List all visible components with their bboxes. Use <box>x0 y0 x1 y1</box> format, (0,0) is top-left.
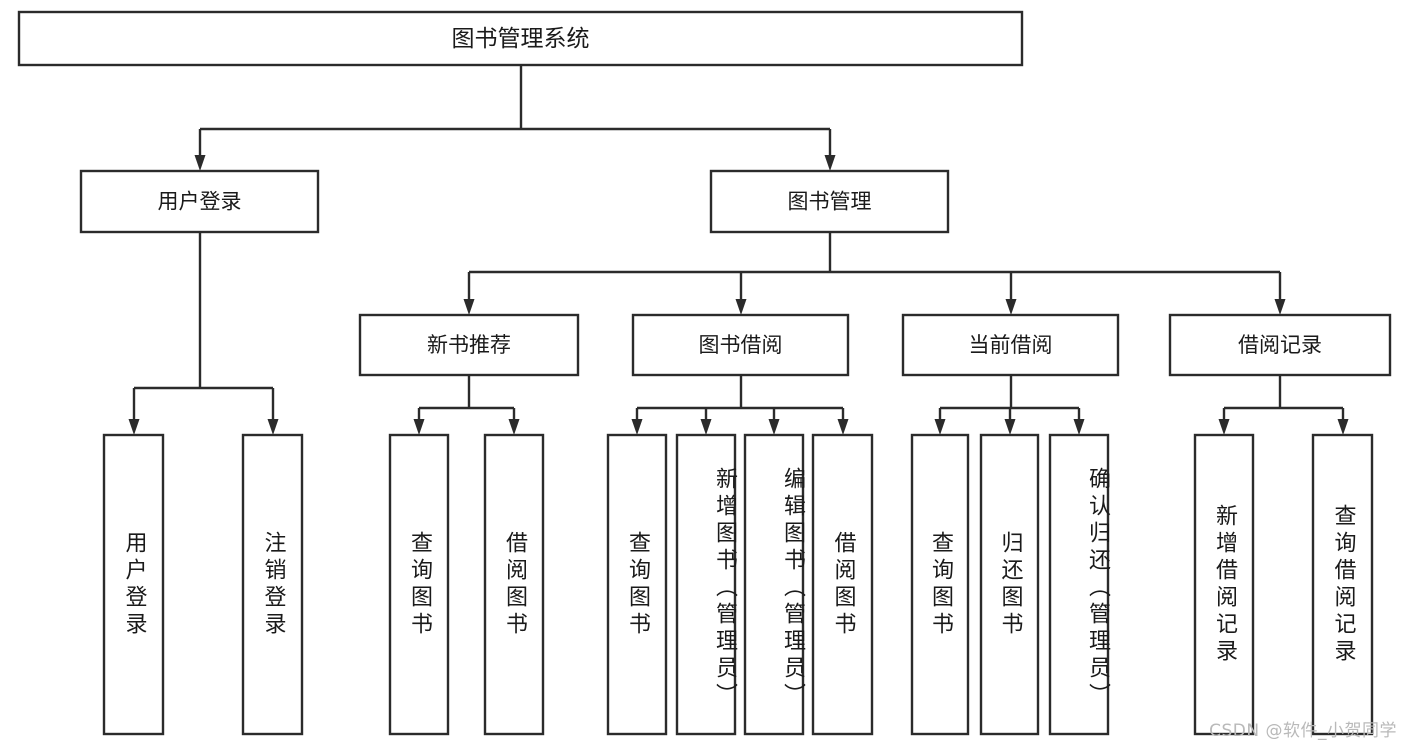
node-leaf-user-login[interactable] <box>102 433 165 736</box>
connector-borrow-to-leaves <box>631 375 849 435</box>
node-book-management-label: 图书管理 <box>788 190 872 214</box>
watermark: CSDN @软件_小贺同学 <box>1209 721 1397 741</box>
arrow-head-icon <box>128 419 140 435</box>
node-book-borrow-label: 图书借阅 <box>699 333 783 357</box>
node-user-login-label: 用户登录 <box>158 190 242 214</box>
node-borrow-record-label: 借阅记录 <box>1238 333 1322 357</box>
arrow-head-icon <box>413 419 425 435</box>
node-user-login[interactable] <box>79 169 320 234</box>
node-book-management[interactable] <box>709 169 950 234</box>
arrow-head-icon <box>194 155 206 171</box>
arrow-head-icon <box>1218 419 1230 435</box>
arrow-head-icon <box>934 419 946 435</box>
arrow-head-icon <box>837 419 849 435</box>
node-current-borrow[interactable] <box>901 313 1120 377</box>
arrow-head-icon <box>1073 419 1085 435</box>
node-new-book-recommend-label: 新书推荐 <box>427 333 511 357</box>
node-leaf-query-borrow-record[interactable] <box>1311 433 1374 736</box>
connector-recommend-to-leaves <box>413 375 520 435</box>
node-leaf-borrow-book-1[interactable] <box>483 433 545 736</box>
node-leaf-edit-book-admin[interactable] <box>743 433 805 736</box>
node-current-borrow-label: 当前借阅 <box>969 333 1053 357</box>
arrow-head-icon <box>735 299 747 315</box>
node-leaf-return-book[interactable] <box>979 433 1040 736</box>
node-book-borrow[interactable] <box>631 313 850 377</box>
arrow-head-icon <box>1005 299 1017 315</box>
node-leaf-borrow-book-2[interactable] <box>811 433 874 736</box>
arrow-head-icon <box>631 419 643 435</box>
connector-bookmgmt-to-level2 <box>463 232 1286 315</box>
node-leaf-query-book-2[interactable] <box>606 433 668 736</box>
arrow-head-icon <box>508 419 520 435</box>
arrow-head-icon <box>824 155 836 171</box>
node-leaf-query-book-3[interactable] <box>910 433 970 736</box>
node-leaf-logout[interactable] <box>241 433 304 736</box>
node-leaf-confirm-return-admin[interactable] <box>1048 433 1110 736</box>
node-root-label: 图书管理系统 <box>452 26 590 52</box>
connector-userlogin-to-leaves <box>128 232 279 435</box>
node-new-book-recommend[interactable] <box>358 313 580 377</box>
arrow-head-icon <box>1004 419 1016 435</box>
node-leaf-add-book-admin[interactable] <box>675 433 737 736</box>
boxes-layer <box>17 10 1392 736</box>
arrow-head-icon <box>768 419 780 435</box>
connectors-layer <box>128 65 1349 435</box>
node-leaf-add-borrow-record[interactable] <box>1193 433 1255 736</box>
node-root[interactable] <box>17 10 1024 67</box>
arrow-head-icon <box>1337 419 1349 435</box>
connector-current-to-leaves <box>934 375 1085 435</box>
node-borrow-record[interactable] <box>1168 313 1392 377</box>
connector-record-to-leaves <box>1218 375 1349 435</box>
arrow-head-icon <box>1274 299 1286 315</box>
arrow-head-icon <box>267 419 279 435</box>
arrow-head-icon <box>700 419 712 435</box>
connector-root-to-level1 <box>194 65 836 171</box>
arrow-head-icon <box>463 299 475 315</box>
node-leaf-query-book-1[interactable] <box>388 433 450 736</box>
